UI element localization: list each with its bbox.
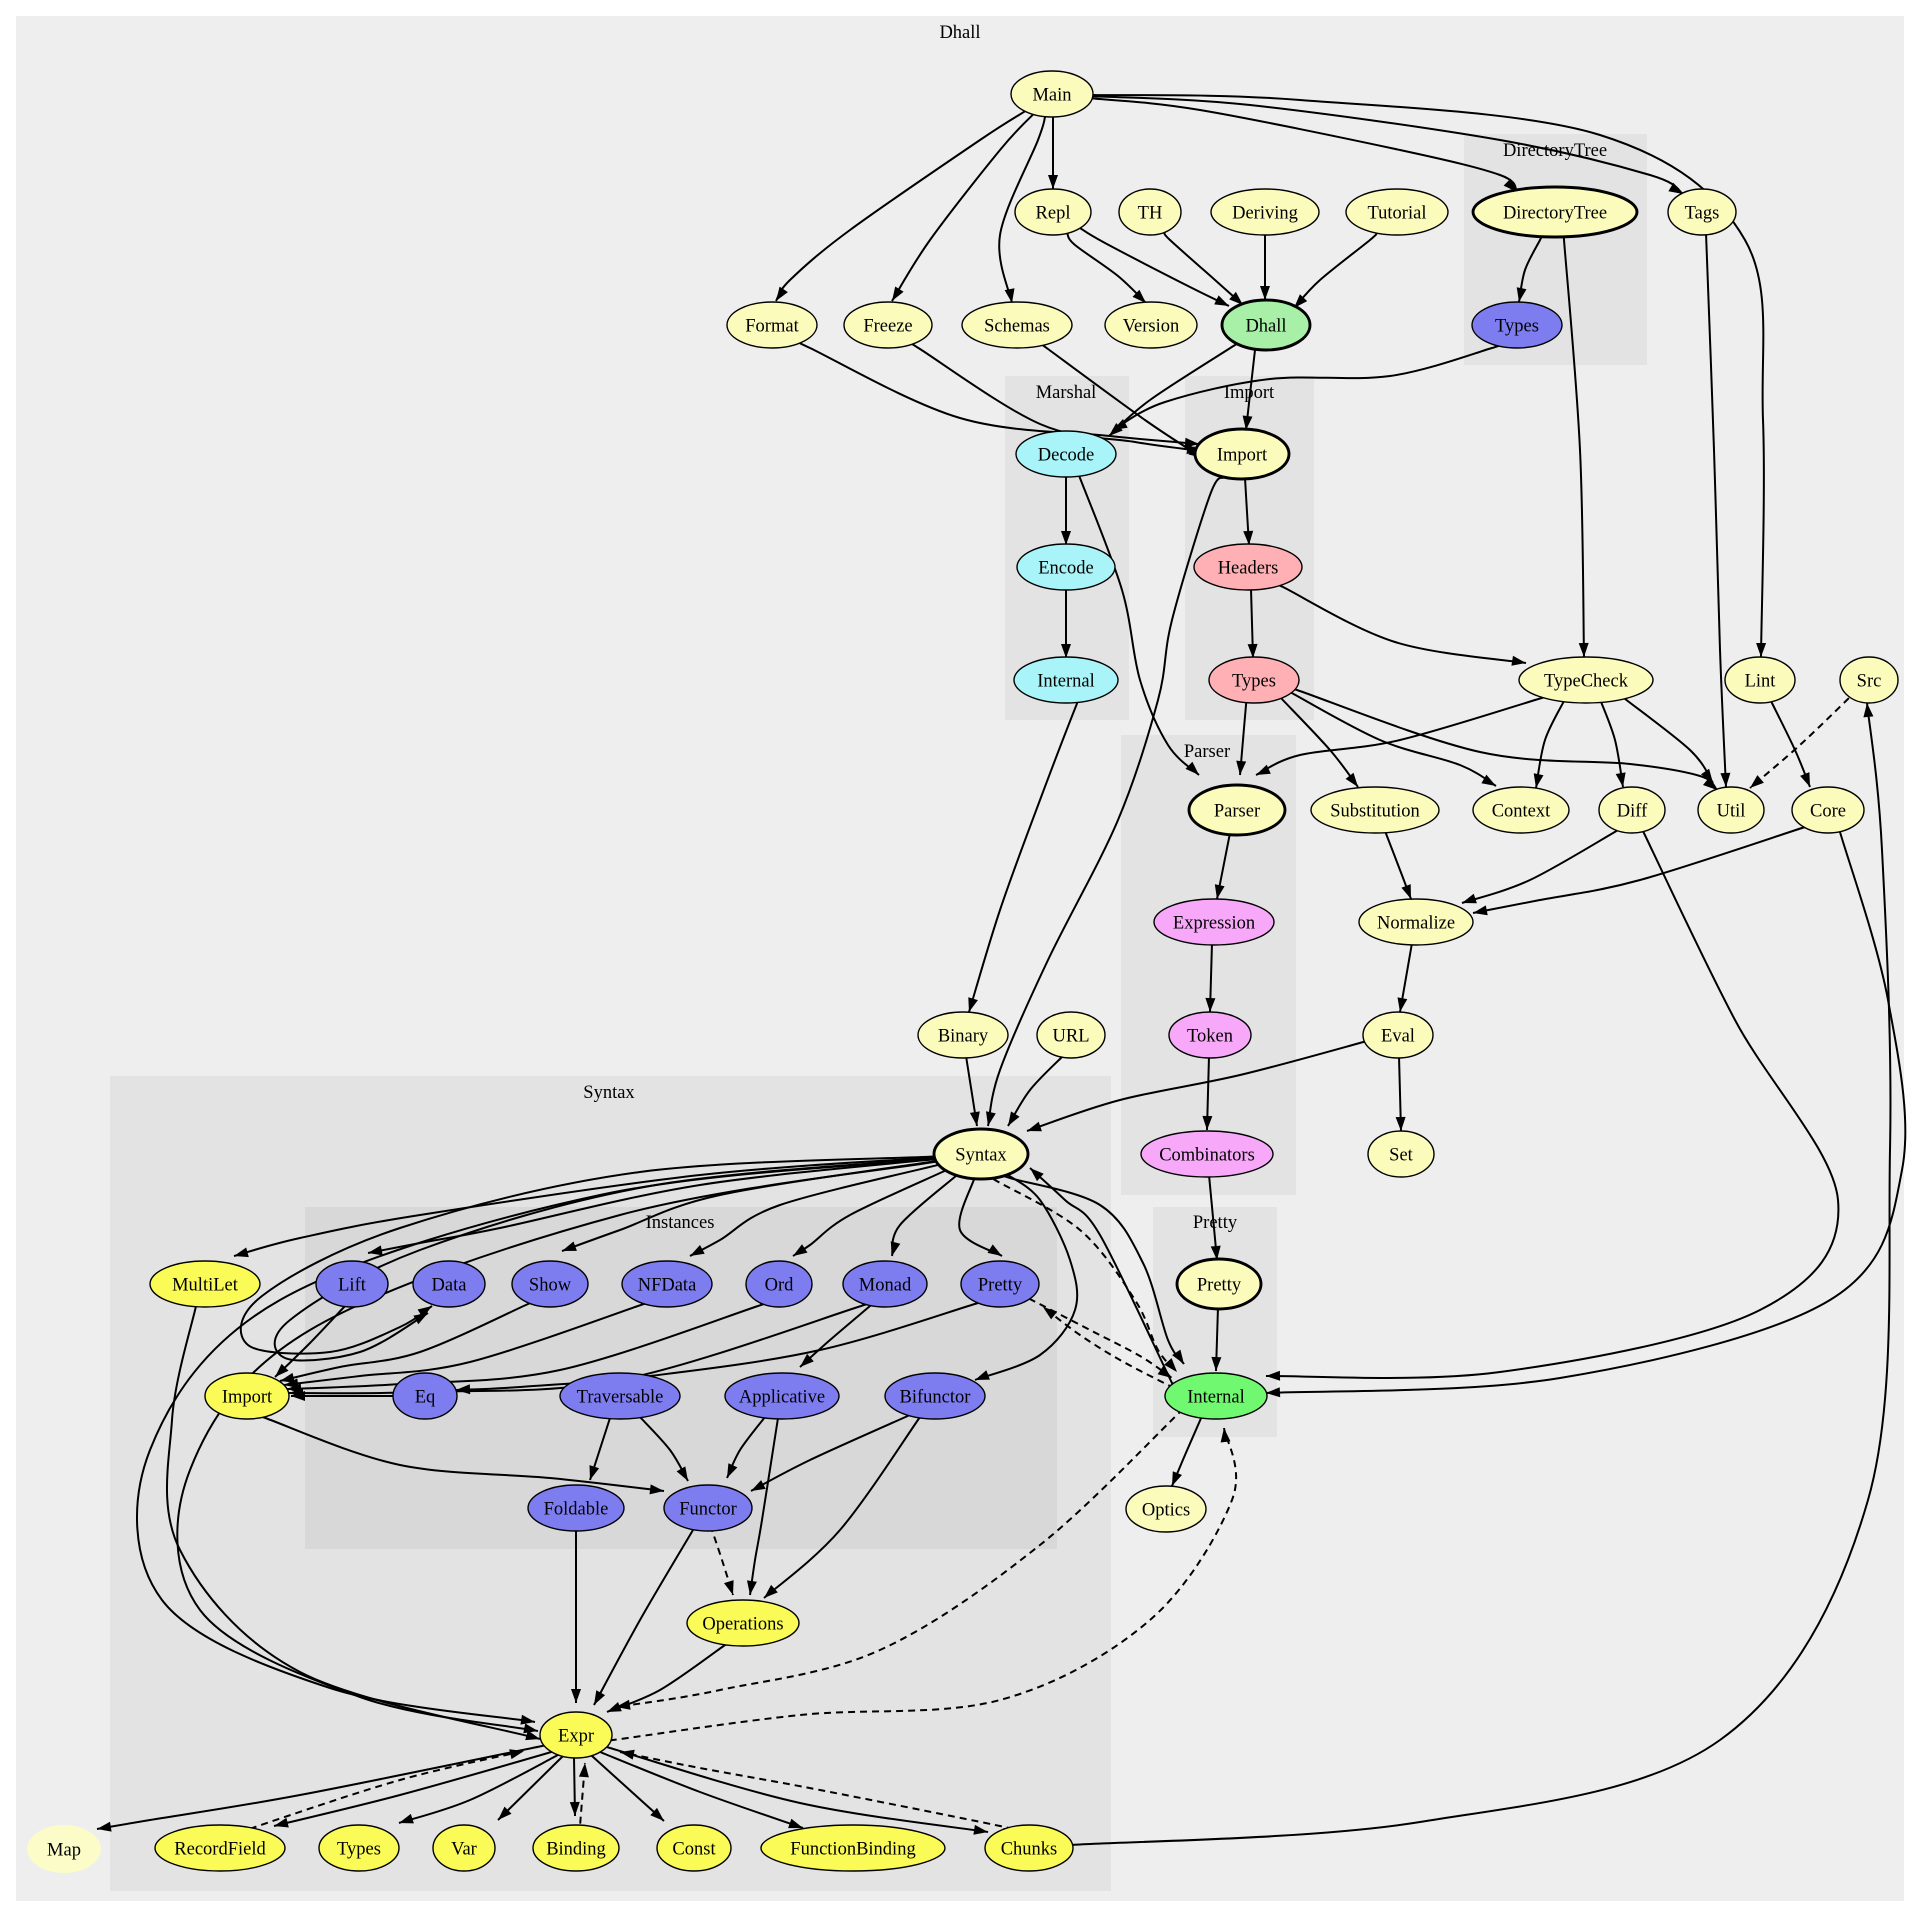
svg-text:Syntax: Syntax xyxy=(955,1146,1007,1166)
svg-text:Pretty: Pretty xyxy=(978,1276,1023,1296)
svg-text:Ord: Ord xyxy=(765,1276,795,1296)
svg-text:Lift: Lift xyxy=(338,1276,367,1296)
svg-text:Eval: Eval xyxy=(1381,1027,1415,1047)
svg-text:Format: Format xyxy=(745,317,799,337)
svg-text:DirectoryTree: DirectoryTree xyxy=(1503,204,1607,224)
svg-text:Headers: Headers xyxy=(1218,559,1279,579)
svg-text:Schemas: Schemas xyxy=(984,317,1050,337)
svg-text:Core: Core xyxy=(1810,802,1846,822)
svg-text:Marshal: Marshal xyxy=(1036,383,1097,403)
svg-text:Tags: Tags xyxy=(1685,204,1720,224)
svg-text:Traversable: Traversable xyxy=(577,1388,664,1408)
svg-text:Main: Main xyxy=(1032,86,1071,106)
svg-text:Decode: Decode xyxy=(1038,446,1095,466)
svg-text:Internal: Internal xyxy=(1187,1388,1245,1408)
svg-text:RecordField: RecordField xyxy=(174,1840,266,1860)
svg-text:Data: Data xyxy=(432,1276,467,1296)
svg-text:Encode: Encode xyxy=(1038,559,1093,579)
svg-text:Diff: Diff xyxy=(1617,802,1648,822)
svg-text:Map: Map xyxy=(47,1841,81,1861)
svg-text:Tutorial: Tutorial xyxy=(1368,204,1427,224)
svg-text:Freeze: Freeze xyxy=(863,317,912,337)
svg-text:Dhall: Dhall xyxy=(1245,317,1286,337)
svg-text:Token: Token xyxy=(1187,1027,1233,1047)
svg-text:Dhall: Dhall xyxy=(939,23,980,43)
svg-text:Eq: Eq xyxy=(415,1388,436,1408)
svg-text:Types: Types xyxy=(337,1840,381,1860)
svg-text:Expr: Expr xyxy=(558,1727,594,1747)
svg-text:Import: Import xyxy=(222,1388,273,1408)
svg-text:Version: Version xyxy=(1123,317,1180,337)
svg-text:Context: Context xyxy=(1492,802,1551,822)
svg-text:Parser: Parser xyxy=(1214,802,1260,822)
svg-text:Syntax: Syntax xyxy=(583,1083,635,1103)
svg-text:Foldable: Foldable xyxy=(544,1500,609,1520)
svg-text:Deriving: Deriving xyxy=(1232,204,1298,224)
svg-text:URL: URL xyxy=(1053,1027,1090,1047)
svg-text:Set: Set xyxy=(1389,1146,1414,1166)
svg-text:Substitution: Substitution xyxy=(1330,802,1419,822)
svg-text:Show: Show xyxy=(529,1276,572,1296)
svg-text:Monad: Monad xyxy=(859,1276,912,1296)
svg-text:Import: Import xyxy=(1217,446,1268,466)
svg-text:Types: Types xyxy=(1232,672,1276,692)
svg-text:Repl: Repl xyxy=(1036,204,1071,224)
svg-text:Instances: Instances xyxy=(646,1213,715,1233)
svg-text:Functor: Functor xyxy=(679,1500,737,1520)
svg-text:Optics: Optics xyxy=(1142,1501,1190,1521)
svg-text:MultiLet: MultiLet xyxy=(172,1276,239,1296)
svg-text:Expression: Expression xyxy=(1173,914,1255,934)
svg-text:TypeCheck: TypeCheck xyxy=(1544,672,1629,692)
svg-text:Pretty: Pretty xyxy=(1197,1276,1242,1296)
svg-text:Normalize: Normalize xyxy=(1377,914,1455,934)
svg-text:Var: Var xyxy=(451,1840,477,1860)
svg-text:Const: Const xyxy=(672,1840,716,1860)
svg-text:TH: TH xyxy=(1138,204,1163,224)
svg-text:Pretty: Pretty xyxy=(1193,1213,1238,1233)
svg-text:FunctionBinding: FunctionBinding xyxy=(790,1840,915,1860)
svg-text:Operations: Operations xyxy=(702,1615,783,1635)
svg-text:Chunks: Chunks xyxy=(1001,1840,1058,1860)
svg-text:Bifunctor: Bifunctor xyxy=(900,1388,971,1408)
svg-text:NFData: NFData xyxy=(638,1276,697,1296)
svg-text:Binary: Binary xyxy=(938,1027,989,1047)
svg-text:Lint: Lint xyxy=(1745,672,1777,692)
svg-text:Binding: Binding xyxy=(546,1840,606,1860)
svg-text:Util: Util xyxy=(1717,802,1746,822)
svg-text:Applicative: Applicative xyxy=(739,1388,825,1408)
svg-text:Parser: Parser xyxy=(1184,742,1230,762)
svg-text:Internal: Internal xyxy=(1037,672,1095,692)
svg-text:Types: Types xyxy=(1495,317,1539,337)
svg-text:Combinators: Combinators xyxy=(1159,1146,1255,1166)
svg-text:Src: Src xyxy=(1857,672,1882,692)
